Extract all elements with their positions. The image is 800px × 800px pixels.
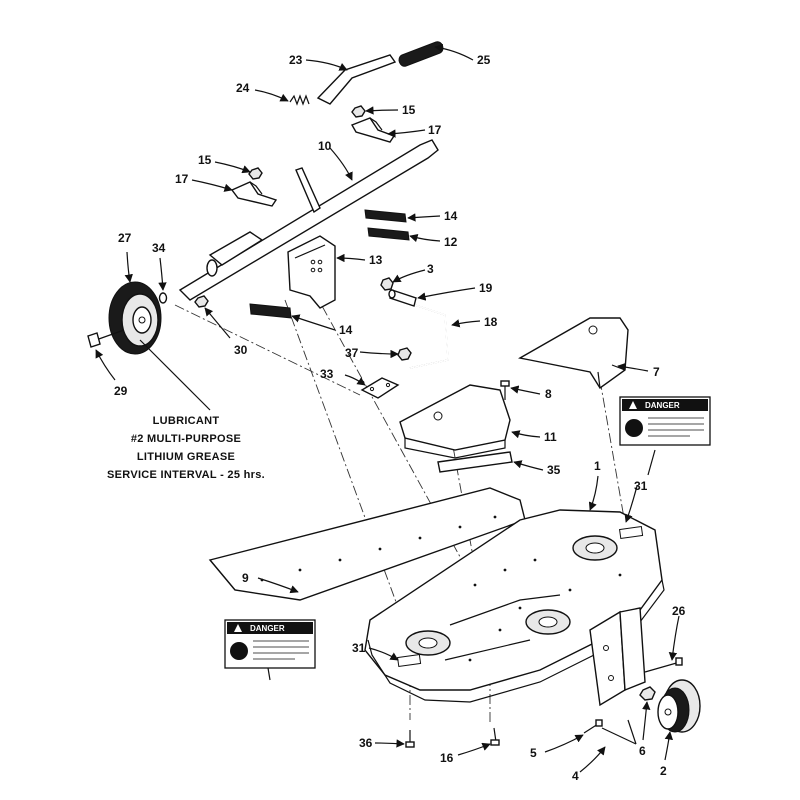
part-callouts: 23 25 24 15 17 10 15 17 14 12 27 34 13 3… bbox=[114, 53, 686, 783]
callout-5: 5 bbox=[530, 746, 537, 760]
callout-2: 2 bbox=[660, 764, 667, 778]
l-rod-4-part bbox=[601, 719, 637, 745]
danger-decal-lower: DANGER bbox=[224, 619, 316, 669]
callout-17-left: 17 bbox=[175, 172, 189, 186]
callout-36: 36 bbox=[359, 736, 373, 750]
callout-13: 13 bbox=[369, 253, 383, 267]
callout-19: 19 bbox=[479, 281, 493, 295]
lubricant-note-line4: SERVICE INTERVAL - 25 hrs. bbox=[107, 469, 265, 481]
callout-31-right: 31 bbox=[634, 479, 648, 493]
callout-18: 18 bbox=[484, 315, 498, 329]
callout-26: 26 bbox=[672, 604, 686, 618]
lubricant-note: LUBRICANT #2 MULTI-PURPOSE LITHIUM GREAS… bbox=[107, 415, 265, 481]
belt-cover-11-part bbox=[399, 384, 511, 459]
bolt-36-part bbox=[405, 730, 415, 748]
callout-4: 4 bbox=[572, 769, 579, 783]
callout-16: 16 bbox=[440, 751, 454, 765]
bolt-16-part bbox=[490, 727, 500, 746]
clamp-17-right-part bbox=[350, 117, 396, 143]
nut-15-right-part bbox=[351, 105, 366, 118]
belt-cover-7-part bbox=[518, 317, 629, 390]
idler-bracket-part bbox=[589, 607, 646, 707]
danger-decal-upper-header: DANGER bbox=[645, 401, 680, 410]
wheel-pulley-part bbox=[657, 679, 701, 733]
callout-25: 25 bbox=[477, 53, 491, 67]
nut-6-part bbox=[639, 686, 656, 701]
callout-37: 37 bbox=[345, 346, 359, 360]
callout-15-left: 15 bbox=[198, 153, 212, 167]
callout-14-lower: 14 bbox=[339, 323, 353, 337]
lubricant-note-line3: LITHIUM GREASE bbox=[137, 451, 235, 463]
leader-lines bbox=[95, 43, 680, 773]
bracket-plate-13-part bbox=[287, 235, 336, 309]
callout-34: 34 bbox=[152, 241, 166, 255]
danger-decal-upper: DANGER bbox=[619, 396, 711, 446]
bolt-26-part bbox=[644, 657, 683, 673]
nut-15-left-part bbox=[248, 167, 263, 180]
callout-14-upper: 14 bbox=[444, 209, 458, 223]
callout-6: 6 bbox=[639, 744, 646, 758]
wheel-27-part bbox=[108, 281, 162, 355]
grip-25-part bbox=[398, 41, 444, 67]
handle-23-part bbox=[316, 54, 397, 105]
callout-11: 11 bbox=[544, 430, 557, 444]
bolt-5-part bbox=[583, 719, 603, 734]
bracket-33-part bbox=[360, 377, 400, 399]
callout-15-right: 15 bbox=[402, 103, 416, 117]
callout-30: 30 bbox=[234, 343, 248, 357]
callout-24: 24 bbox=[236, 81, 250, 95]
callout-12: 12 bbox=[444, 235, 458, 249]
callout-35: 35 bbox=[547, 463, 561, 477]
callout-27: 27 bbox=[118, 231, 132, 245]
bolt-29-part bbox=[87, 329, 125, 348]
spring-24-part bbox=[289, 94, 310, 106]
pad-14-lower-part bbox=[249, 303, 292, 319]
callout-8: 8 bbox=[545, 387, 552, 401]
callout-9: 9 bbox=[242, 571, 249, 585]
lift-lever-10-part bbox=[178, 139, 439, 301]
lubricant-note-line2: #2 MULTI-PURPOSE bbox=[131, 433, 241, 445]
callout-33: 33 bbox=[320, 367, 334, 381]
washer-34-part bbox=[158, 292, 168, 304]
strip-35-part bbox=[437, 451, 513, 473]
callout-31-left: 31 bbox=[352, 641, 366, 655]
callout-17-right: 17 bbox=[428, 123, 442, 137]
callout-3: 3 bbox=[427, 262, 434, 276]
clamp-17-left-part bbox=[230, 181, 278, 207]
callout-23: 23 bbox=[289, 53, 303, 67]
nut-3-part bbox=[380, 277, 394, 291]
callout-29: 29 bbox=[114, 384, 128, 398]
pad-14-upper-part bbox=[364, 209, 407, 223]
danger-decal-lower-header: DANGER bbox=[250, 624, 285, 633]
bolt-8-part bbox=[500, 380, 510, 400]
callout-10: 10 bbox=[318, 139, 332, 153]
callout-7: 7 bbox=[653, 365, 660, 379]
lubricant-note-line1: LUBRICANT bbox=[153, 415, 220, 427]
callout-1: 1 bbox=[594, 459, 601, 473]
pad-12-part bbox=[367, 227, 410, 241]
nut-37-part bbox=[397, 347, 412, 361]
bent-rod-18-part bbox=[409, 304, 449, 369]
nut-30-part bbox=[194, 295, 209, 308]
pin-19-part bbox=[388, 289, 417, 307]
